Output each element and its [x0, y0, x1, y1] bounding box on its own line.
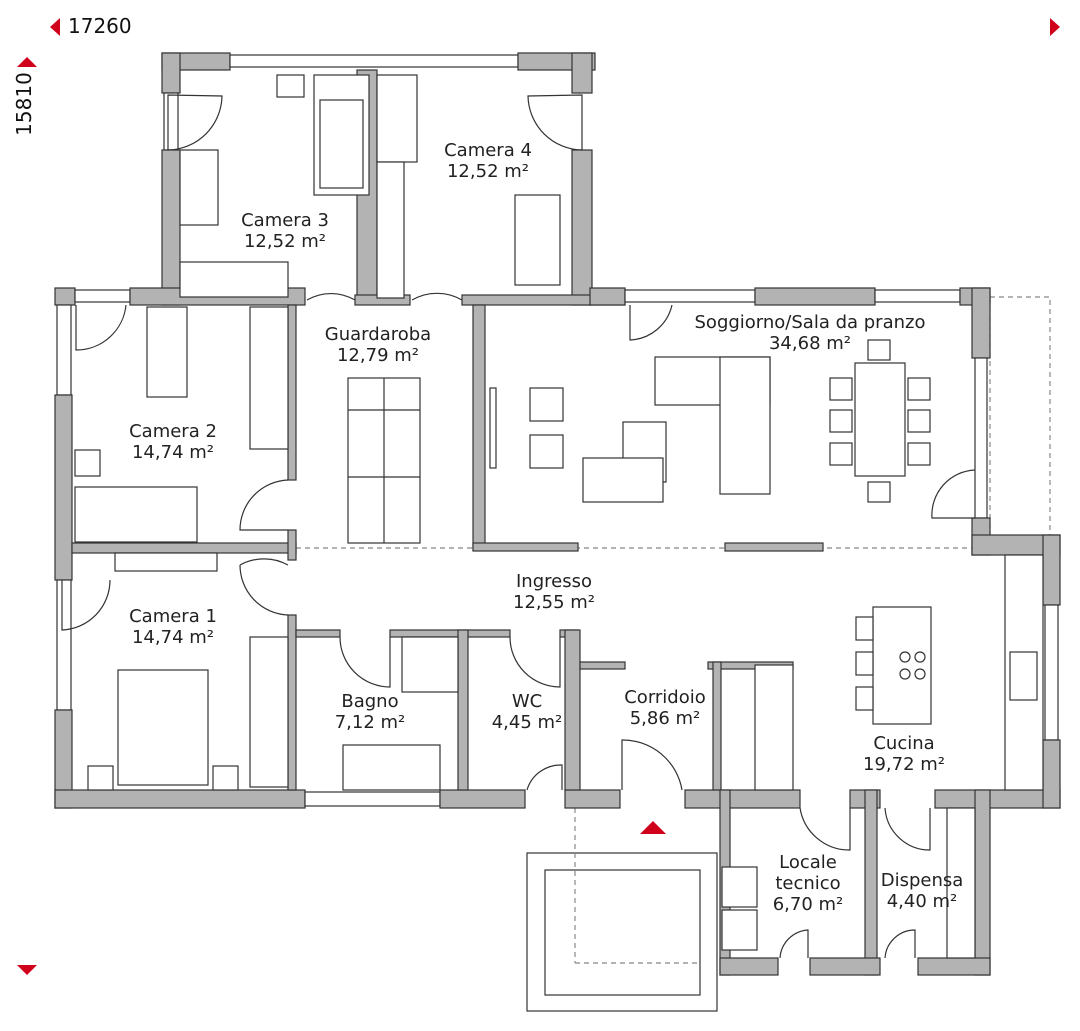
room-area: 12,79 m²: [336, 345, 419, 366]
room-name: Cucina: [873, 733, 935, 754]
room-name: Soggiorno/Sala da pranzo: [694, 312, 926, 333]
room-area: 14,74 m²: [131, 627, 214, 648]
room-area: 34,68 m²: [768, 333, 851, 354]
room-name: Camera 2: [129, 421, 217, 442]
room-name: Corridoio: [624, 687, 706, 708]
room-area: 12,55 m²: [512, 592, 596, 613]
entrance-arrow-icon: [640, 821, 666, 834]
room-area: 12,52 m²: [446, 161, 529, 182]
room-name: Ingresso: [515, 571, 592, 592]
arrow-down-icon: [17, 965, 37, 975]
room-name: Dispensa: [880, 870, 964, 891]
room-area: 6,70 m²: [772, 894, 844, 915]
depth-dimension: 15810: [11, 72, 36, 136]
room-area: 4,40 m²: [886, 891, 958, 912]
doors: [61, 94, 976, 959]
room-name: WC: [511, 691, 543, 712]
arrow-left-icon: [50, 18, 60, 36]
room-area: 7,12 m²: [334, 712, 406, 733]
room-area: 5,86 m²: [629, 708, 701, 729]
room-area: 19,72 m²: [862, 754, 946, 775]
room-area: 12,52 m²: [243, 231, 326, 252]
room-name: Locale tecnico: [775, 852, 841, 894]
room-area: 14,74 m²: [131, 442, 214, 463]
arrow-right-icon: [1050, 18, 1060, 36]
room-name: Guardaroba: [324, 324, 432, 345]
furniture: [74, 74, 1044, 959]
terraces: [296, 296, 1051, 1012]
room-name: Camera 3: [241, 210, 329, 231]
room-name: Camera 1: [129, 606, 217, 627]
room-area: 4,45 m²: [491, 712, 563, 733]
width-dimension: 17260: [68, 14, 132, 38]
room-name: Bagno: [341, 691, 399, 712]
room-name: Camera 4: [444, 140, 532, 161]
arrow-up-icon: [17, 57, 37, 67]
walls: [54, 52, 1061, 976]
